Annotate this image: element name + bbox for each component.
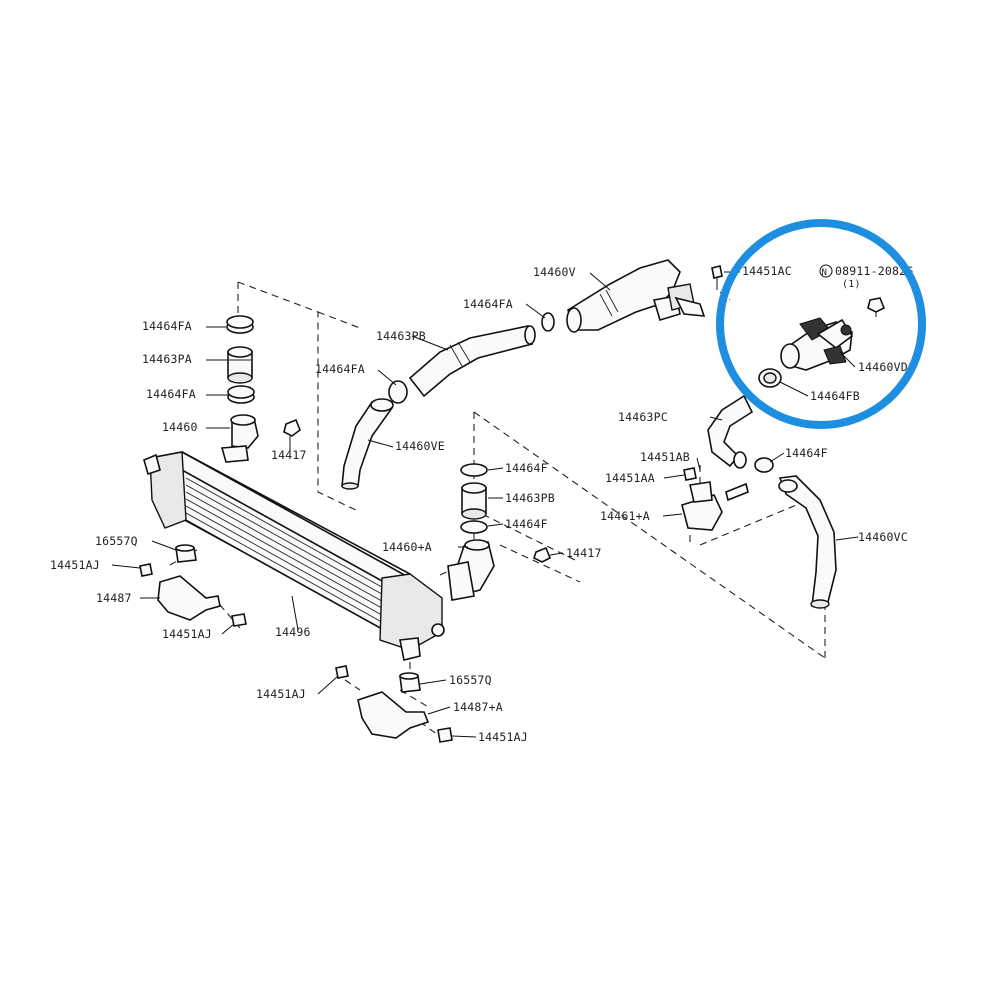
- clamp-14464FA-upper: [541, 312, 555, 332]
- nut-14417-mid: [533, 546, 552, 563]
- bolt-14451AA: [683, 467, 697, 481]
- label-14496: 14496: [275, 625, 311, 639]
- label-quantity: (1): [842, 279, 861, 290]
- label-14460VE: 14460VE: [395, 439, 445, 453]
- bolt-14451AC: [711, 265, 723, 290]
- label-14451AJ-left: 14451AJ: [50, 558, 100, 572]
- label-14464F-right: 14464F: [785, 446, 828, 460]
- label-14451AB: 14451AB: [640, 450, 690, 464]
- label-16557Q-bottom: 16557Q: [449, 673, 492, 687]
- label-14463PC: 14463PC: [618, 410, 668, 424]
- hose-14463PB-mid: [461, 482, 487, 520]
- bracket-14487A: [357, 691, 430, 739]
- label-14451AJ-mid: 14451AJ: [162, 627, 212, 641]
- label-14451AC: 14451AC: [742, 264, 792, 278]
- hose-14463PB-upper: [408, 325, 536, 398]
- clamp-14464FA-top-left: [226, 315, 254, 334]
- label-14460VD: 14460VD: [858, 360, 908, 374]
- bolt-14451AJ-bottom: [335, 665, 349, 679]
- label-14461A: 14461+A: [600, 509, 650, 523]
- pipe-14460A: [447, 539, 495, 601]
- grommet-16557Q-left: [175, 544, 197, 563]
- label-14487A: 14487+A: [453, 700, 503, 714]
- label-14464FA-left-a: 14464FA: [142, 319, 192, 333]
- pipe-14460: [220, 414, 259, 463]
- label-14460VC: 14460VC: [858, 530, 908, 544]
- bolt-14451AJ-left: [139, 563, 153, 577]
- label-16557Q-left: 16557Q: [95, 534, 138, 548]
- clamp-14464FA-mid: [388, 380, 408, 404]
- label-14451AJ-bottom: 14451AJ: [256, 687, 306, 701]
- label-14464FA-top: 14464FA: [463, 297, 513, 311]
- bolt-14451AJ-bottom2: [437, 727, 453, 743]
- label-14417-left: 14417: [271, 448, 307, 462]
- label-14463PB-mid: 14463PB: [505, 491, 555, 505]
- label-14463PA: 14463PA: [142, 352, 192, 366]
- label-14451AJ-bottom2: 14451AJ: [478, 730, 528, 744]
- intercooler-14496: [143, 451, 445, 661]
- bracket-14461A: [681, 481, 723, 531]
- label-14464FA-c: 14464FA: [315, 362, 365, 376]
- leader-lines: [111, 271, 859, 738]
- label-14451AA: 14451AA: [605, 471, 655, 485]
- nut-08911: [867, 297, 886, 313]
- n-symbol-badge: N: [819, 264, 833, 278]
- hose-14460VC: [778, 475, 837, 609]
- bolt-14451AB: [725, 482, 749, 502]
- bolt-14451AJ-mid: [231, 613, 247, 627]
- pipe-14460V: [566, 259, 706, 333]
- grommet-16557Q-bottom: [399, 672, 421, 693]
- label-14464F-mid2: 14464F: [505, 517, 548, 531]
- label-14460A: 14460+A: [382, 540, 432, 554]
- nut-14417-left: [283, 418, 301, 437]
- hose-14463PA: [227, 346, 253, 384]
- label-08911-2082G: 08911-2082G: [835, 264, 913, 278]
- clamp-14464F-mid-bottom: [460, 520, 488, 534]
- throttle-pipe-14460VD: [780, 317, 854, 371]
- intercooler-core-fins: [185, 477, 399, 632]
- clamp-14464FB: [758, 368, 782, 388]
- hose-14460VE: [341, 398, 394, 490]
- label-14464F-mid: 14464F: [505, 461, 548, 475]
- label-14487: 14487: [96, 591, 132, 605]
- hose-14463PC: [707, 394, 754, 469]
- label-14463PB-hose: 14463PB: [376, 329, 426, 343]
- clamp-14464FA-lower-left: [227, 385, 255, 404]
- bracket-14487: [157, 575, 221, 621]
- n-symbol: N: [822, 268, 828, 278]
- highlight-circle: [716, 219, 926, 429]
- clamp-14464F-mid-top: [460, 463, 488, 477]
- label-14460: 14460: [162, 420, 198, 434]
- label-14464FB: 14464FB: [810, 389, 860, 403]
- part-labels: 14460V 14451AC N 08911-2082G (1) 14464FA…: [50, 264, 913, 744]
- clamp-14464F-right: [754, 457, 774, 473]
- label-14460V: 14460V: [533, 265, 576, 279]
- label-14417-mid: 14417: [566, 546, 602, 560]
- label-14464FA-left-b: 14464FA: [146, 387, 196, 401]
